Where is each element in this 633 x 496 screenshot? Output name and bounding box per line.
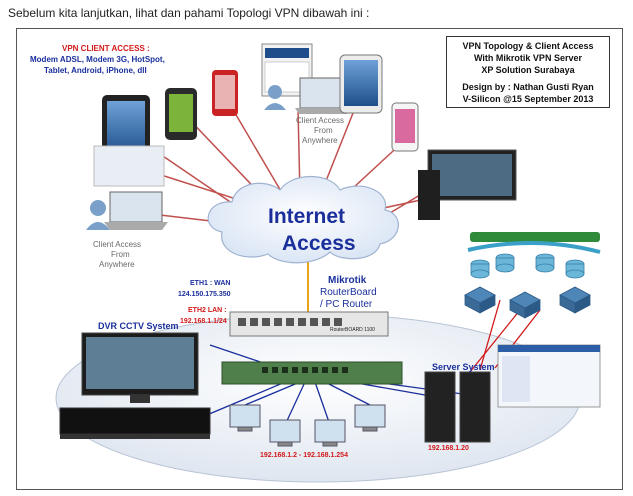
vpn-client-access-line2: Tablet, Android, iPhone, dll	[44, 66, 147, 75]
lan-switch-icon	[221, 361, 403, 385]
title-box: VPN Topology & Client Access With Mikrot…	[446, 36, 610, 108]
dvr-label: DVR CCTV System	[98, 321, 179, 331]
dvr-monitor-icon	[81, 332, 199, 403]
server-label: Server System	[432, 362, 495, 372]
cloud-label-internet: Internet	[268, 205, 346, 228]
internet-cloud	[207, 176, 399, 264]
laptop-user-left-icon	[86, 145, 168, 230]
client-access-top-line3: Anywhere	[302, 136, 338, 145]
client-ip-range: 192.168.1.2 - 192.168.1.254	[260, 452, 348, 459]
storage-cluster	[464, 232, 601, 319]
client-access-left-line3: Anywhere	[99, 260, 135, 269]
ipad-icon	[339, 54, 383, 114]
router-label-line2: RouterBoard	[320, 287, 377, 298]
eth2-label: ETH2 LAN :	[188, 307, 227, 314]
router-label-line3: / PC Router	[320, 299, 373, 310]
cloud-label-access: Access	[282, 232, 356, 255]
server-admin-screen-icon	[497, 344, 601, 408]
title-line4: Design by : Nathan Gusti Ryan	[462, 82, 594, 92]
android-phone-icon	[165, 88, 197, 140]
client-access-left-line1: Client Access	[93, 240, 142, 249]
title-line3: XP Solution Surabaya	[481, 65, 575, 75]
client-pc-icons	[229, 404, 386, 447]
eth1-ip: 124.150.175.350	[178, 291, 231, 298]
cctv-monitor-icon	[418, 149, 517, 220]
router-label-line1: Mikrotik	[328, 275, 367, 286]
router-model-label: RouterBOARD 1100	[330, 327, 375, 333]
server-ip: 192.168.1.20	[428, 445, 469, 452]
iphone-icon	[391, 102, 419, 152]
laptop-user-top-icon	[264, 77, 351, 114]
server-tower-icons	[424, 371, 491, 443]
title-line1: VPN Topology & Client Access	[462, 41, 594, 51]
eth1-label: ETH1 : WAN	[190, 280, 231, 287]
title-line5: V-Silicon @15 September 2013	[462, 94, 594, 104]
intro-text: Sebelum kita lanjutkan, lihat dan pahami…	[8, 6, 370, 20]
client-access-top-line2: From	[314, 126, 333, 135]
client-access-top-line1: Client Access	[296, 116, 345, 125]
mikrotik-router-icon	[229, 311, 389, 337]
vpn-client-access-heading: VPN CLIENT ACCESS :	[62, 44, 150, 53]
eth2-ip: 192.168.1.1/24	[180, 318, 227, 325]
vpn-client-access-line1: Modem ADSL, Modem 3G, HotSpot,	[30, 55, 165, 64]
title-line2: With Mikrotik VPN Server	[474, 53, 582, 63]
dvr-recorder-icon	[59, 407, 211, 439]
red-phone-icon	[212, 70, 238, 116]
client-access-left-line2: From	[111, 250, 130, 259]
